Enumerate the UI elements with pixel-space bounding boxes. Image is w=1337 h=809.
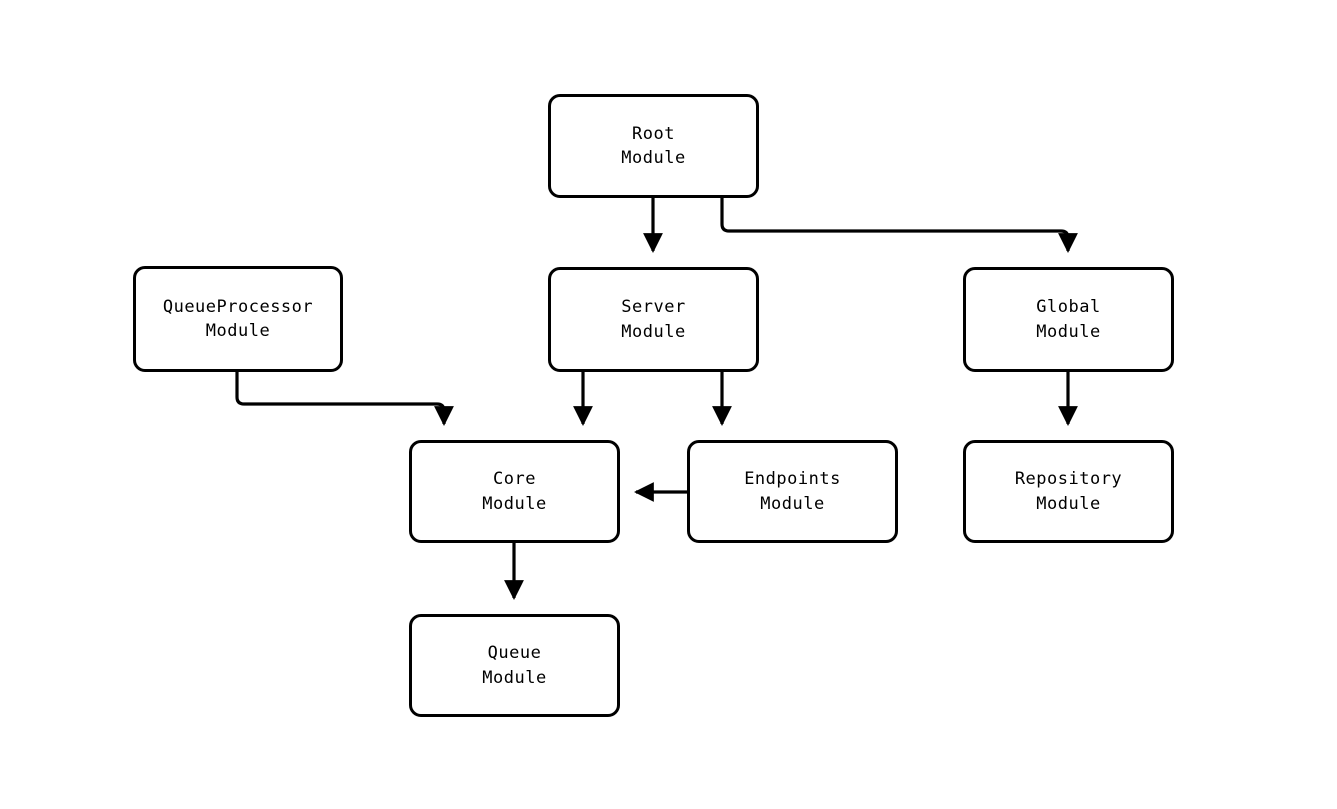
node-queueprocessor-module[interactable]: QueueProcessor Module [133, 266, 343, 372]
edge-root-to-global [720, 198, 1078, 253]
node-endpoints-module-label: Endpoints Module [744, 469, 841, 514]
node-queue-module[interactable]: Queue Module [409, 614, 620, 717]
node-repository-module[interactable]: Repository Module [963, 440, 1174, 543]
node-core-module-label: Core Module [482, 469, 547, 514]
node-queue-module-label: Queue Module [482, 643, 547, 688]
node-global-module-label: Global Module [1036, 297, 1101, 342]
node-root-module[interactable]: Root Module [548, 94, 759, 198]
node-global-module[interactable]: Global Module [963, 267, 1174, 372]
node-root-module-label: Root Module [621, 123, 686, 168]
node-server-module[interactable]: Server Module [548, 267, 759, 372]
node-endpoints-module[interactable]: Endpoints Module [687, 440, 898, 543]
node-repository-module-label: Repository Module [1014, 469, 1123, 514]
node-server-module-label: Server Module [621, 297, 686, 342]
edge-queueprocessor-to-core [235, 372, 454, 426]
node-core-module[interactable]: Core Module [409, 440, 620, 543]
node-queueprocessor-module-label: QueueProcessor Module [162, 296, 314, 341]
